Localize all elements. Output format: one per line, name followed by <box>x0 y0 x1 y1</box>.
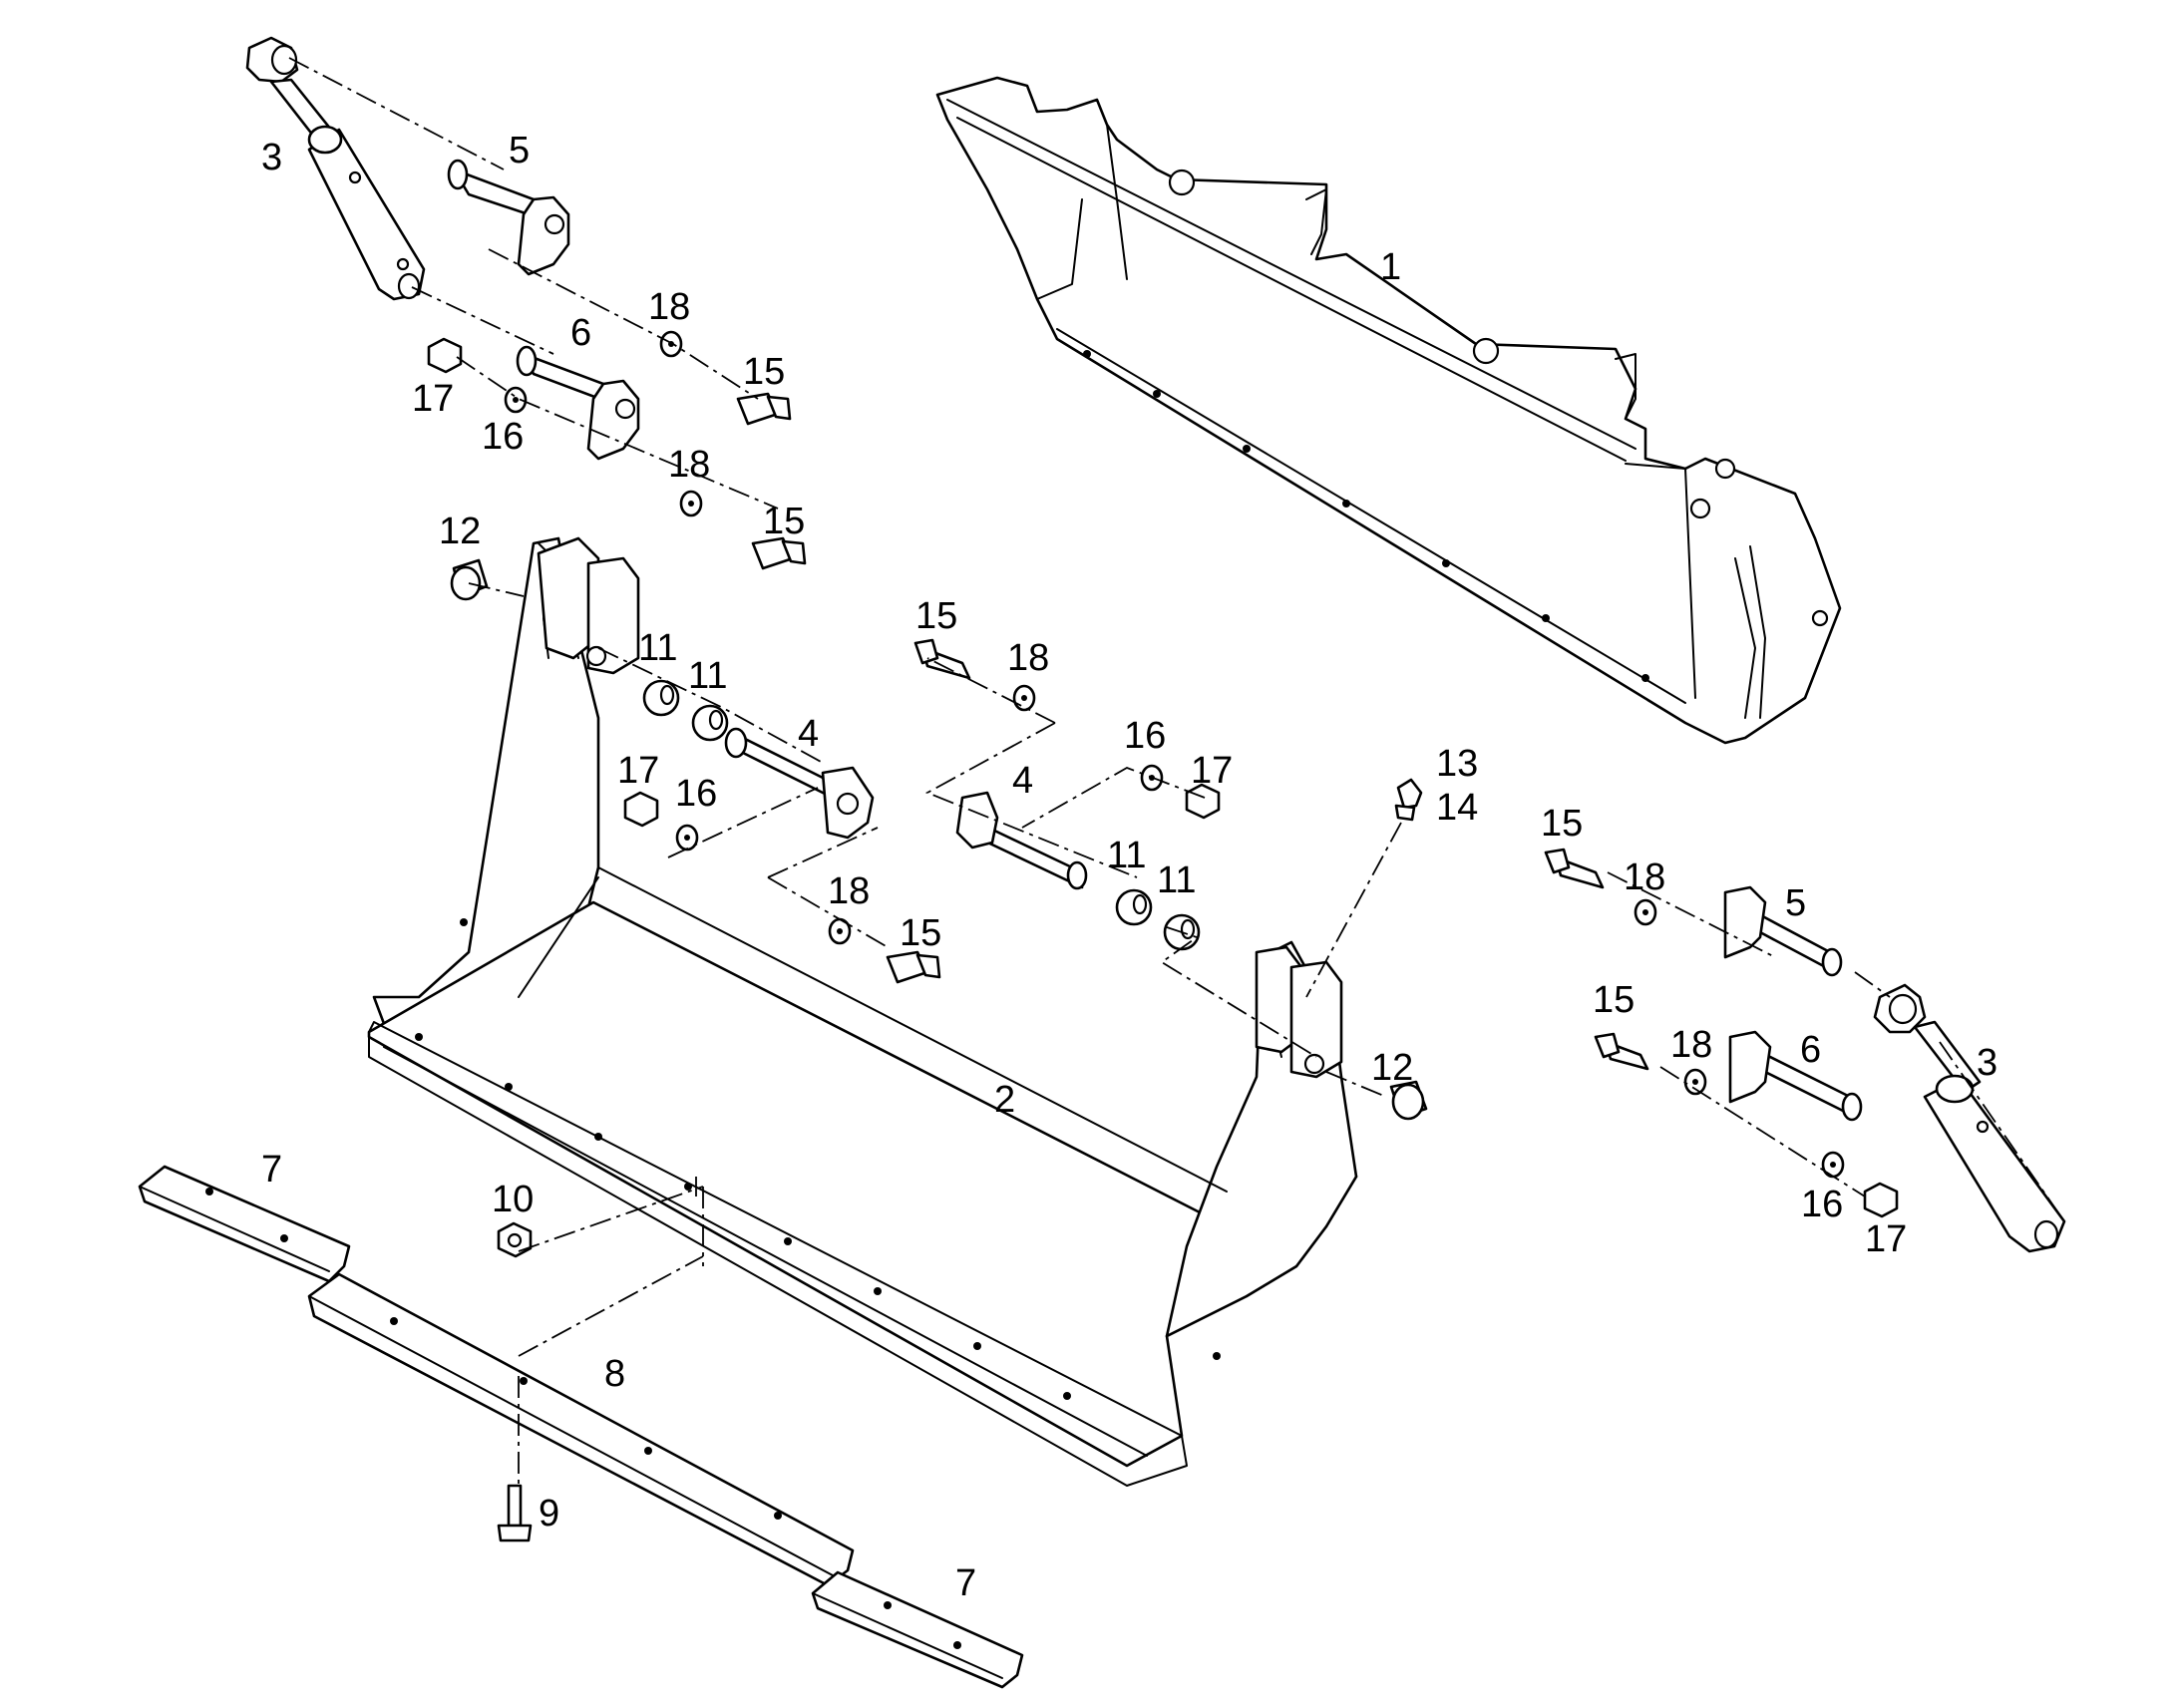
part-11-bushing-1 <box>642 679 680 717</box>
callout-17: 17 <box>1865 1218 1907 1260</box>
part-13-14-grease-fitting <box>1394 778 1423 822</box>
part-8-edge-center <box>307 1272 855 1587</box>
part-1-hitch-frame <box>935 76 1842 745</box>
part-7-edge-left <box>138 1165 351 1283</box>
callout-11: 11 <box>1107 835 1146 876</box>
callout-18: 18 <box>668 444 710 486</box>
part-9-screw <box>497 1484 533 1542</box>
assembly-lines <box>288 57 2065 1486</box>
part-6-pin-right <box>1728 1030 1863 1122</box>
callout-16: 16 <box>1124 715 1166 757</box>
callout-13: 13 <box>1436 743 1478 785</box>
callout-5: 5 <box>1785 882 1806 924</box>
part-11-bushing-2 <box>691 704 729 742</box>
part-15-bolt-2 <box>751 536 807 570</box>
callout-16: 16 <box>1801 1184 1843 1225</box>
callout-15: 15 <box>915 595 957 637</box>
callout-2: 2 <box>994 1079 1015 1121</box>
callout-16: 16 <box>482 416 524 458</box>
part-4-pin-right <box>955 791 1088 890</box>
callout-16: 16 <box>675 773 717 815</box>
callout-3: 3 <box>1977 1042 1998 1084</box>
part-6-pin-mid-left <box>516 345 640 461</box>
callout-12: 12 <box>1371 1047 1413 1089</box>
part-15-bolt-3 <box>913 638 971 680</box>
callout-15: 15 <box>763 501 805 542</box>
callout-4: 4 <box>798 713 819 755</box>
callout-6: 6 <box>570 312 591 354</box>
callout-17: 17 <box>412 378 454 420</box>
callout-18: 18 <box>648 286 690 328</box>
washers <box>504 330 1845 1179</box>
part-3-cylinder-right <box>1873 983 2066 1253</box>
part-7-edge-right <box>811 1570 1024 1689</box>
part-5-pin-upper-left <box>447 159 570 276</box>
part-15-bolt-4 <box>886 950 941 984</box>
callout-18: 18 <box>828 870 870 912</box>
callout-11: 11 <box>1157 859 1196 901</box>
callout-18: 18 <box>1007 637 1049 679</box>
callout-4: 4 <box>1012 760 1033 802</box>
callout-6: 6 <box>1800 1029 1821 1071</box>
callout-7: 7 <box>261 1149 282 1191</box>
callout-15: 15 <box>743 351 785 393</box>
callout-1: 1 <box>1380 246 1401 288</box>
part-12-bushing-right <box>1389 1080 1428 1121</box>
callout-17: 17 <box>617 750 659 792</box>
callout-12: 12 <box>439 511 481 552</box>
callout-5: 5 <box>509 130 530 171</box>
part-3-cylinder-left <box>245 36 426 301</box>
callout-18: 18 <box>1670 1024 1712 1066</box>
callout-15: 15 <box>900 912 941 954</box>
callout-15: 15 <box>1593 979 1635 1021</box>
callout-11: 11 <box>688 655 727 697</box>
part-12-bushing-left <box>450 558 489 601</box>
callout-18: 18 <box>1624 856 1665 898</box>
callout-8: 8 <box>604 1353 625 1395</box>
part-5-pin-right <box>1723 885 1843 977</box>
callout-9: 9 <box>539 1493 559 1535</box>
part-11-bushing-3 <box>1115 888 1153 926</box>
part-2-bucket <box>367 536 1358 1487</box>
callout-15: 15 <box>1541 803 1583 845</box>
callout-17: 17 <box>1191 750 1233 792</box>
part-15-bolt-6 <box>1594 1032 1649 1071</box>
part-4-pin-left <box>724 727 875 840</box>
part-15-bolt-5 <box>1544 848 1605 889</box>
callout-11: 11 <box>638 627 677 669</box>
callout-14: 14 <box>1436 787 1478 829</box>
callout-10: 10 <box>492 1179 534 1220</box>
callouts: 1 2 3 3 4 4 5 5 6 6 7 7 8 9 10 11 11 11 … <box>261 130 1998 1604</box>
callout-7: 7 <box>955 1562 976 1604</box>
callout-3: 3 <box>261 137 282 178</box>
part-15-bolt-1 <box>736 392 792 426</box>
